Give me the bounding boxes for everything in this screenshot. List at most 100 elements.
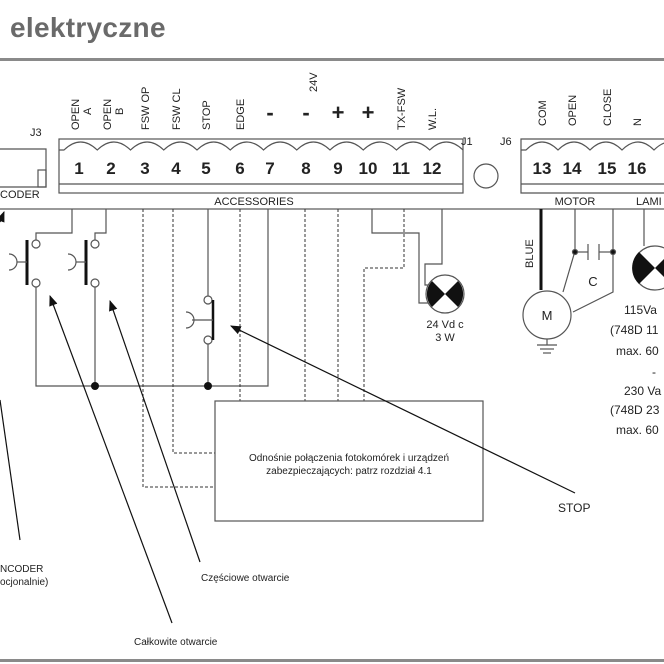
terminal-label-sub: B bbox=[114, 108, 126, 115]
terminal-11: 11 TX-FSW bbox=[392, 87, 410, 178]
terminal-5: 5 STOP bbox=[201, 100, 213, 178]
warning-lamp: 24 Vd c 3 W bbox=[371, 209, 465, 344]
terminal-label: OPEN bbox=[70, 99, 82, 130]
lamp-spec-line-2: (748D 11 bbox=[610, 323, 659, 337]
terminal-3: 3 FSW OP bbox=[140, 87, 152, 178]
lamp-spec-line-3: max. 60 bbox=[616, 344, 659, 358]
connector-j3: J3 CODER bbox=[0, 127, 47, 201]
terminal-number: 12 bbox=[423, 159, 442, 178]
j3-coder-label: CODER bbox=[0, 189, 40, 201]
motor-symbol-label: M bbox=[542, 308, 553, 323]
encoder-leader-line bbox=[0, 399, 21, 541]
terminal-9: 9+ bbox=[332, 100, 345, 178]
terminal-label: EDGE bbox=[235, 99, 247, 130]
terminal-number: 9 bbox=[333, 159, 342, 178]
j6-scallops bbox=[521, 141, 664, 151]
terminal-number: 11 bbox=[392, 159, 410, 178]
push-button-open-b bbox=[67, 209, 107, 386]
terminal-number: 7 bbox=[265, 159, 274, 178]
terminal-label: STOP bbox=[201, 100, 213, 130]
partial-open-leader-arrow bbox=[109, 299, 201, 563]
terminal-16: 16 N bbox=[628, 118, 647, 178]
full-open-leader-arrow bbox=[49, 294, 173, 624]
terminal-label: OPEN bbox=[567, 95, 579, 126]
j1-scallops bbox=[59, 141, 464, 151]
terminal-label: N bbox=[632, 118, 644, 126]
connector-j6: J6 13 COM 14 OPEN 15 CLOSE 16 N MOTOR LAMI bbox=[500, 89, 664, 208]
terminal-label: COM bbox=[537, 100, 549, 126]
note-line-2: zabezpieczających: patrz rozdział 4.1 bbox=[266, 466, 432, 477]
safety-device-dashed-wires bbox=[142, 209, 405, 488]
terminal-number: 10 bbox=[359, 159, 378, 178]
partial-open-callout-label: Częściowe otwarcie bbox=[201, 573, 290, 584]
terminal-7: 7- bbox=[265, 100, 274, 178]
note-box: Odnośnie połączenia fotokomórek i urządz… bbox=[214, 400, 484, 522]
blue-wire-label: BLUE bbox=[524, 239, 536, 268]
lamp-spec-line-4: 230 Va bbox=[624, 384, 661, 398]
terminal-label: CLOSE bbox=[602, 89, 614, 126]
terminal-4: 4 FSW CL bbox=[171, 88, 183, 178]
stop-button bbox=[185, 209, 215, 386]
lamp-spec: 115Va (748D 11 max. 60 - 230 Va (748D 23… bbox=[610, 303, 661, 437]
terminal-number: 2 bbox=[106, 159, 115, 178]
mounting-hole bbox=[473, 163, 499, 189]
warning-lamp-voltage: 24 Vd c bbox=[426, 319, 464, 331]
terminal-label: OPEN bbox=[102, 99, 114, 130]
terminal-10: 10 + bbox=[359, 100, 378, 178]
terminal-number: 3 bbox=[140, 159, 149, 178]
terminal-number: 8 bbox=[301, 159, 310, 178]
terminal-6: 6 EDGE bbox=[235, 99, 247, 178]
warning-lamp-power: 3 W bbox=[435, 332, 455, 344]
plus-sign: + bbox=[362, 100, 375, 125]
junction-dot bbox=[91, 382, 99, 390]
terminal-number: 6 bbox=[235, 159, 244, 178]
encoder-callout-line-2: ocjonalnie) bbox=[0, 577, 48, 588]
terminal-15: 15 CLOSE bbox=[598, 89, 617, 178]
capacitor-label: C bbox=[588, 274, 597, 289]
terminal-13: 13 COM bbox=[533, 100, 552, 178]
terminal-number: 14 bbox=[563, 159, 582, 178]
note-line-1: Odnośnie połączenia fotokomórek i urządz… bbox=[249, 453, 449, 464]
terminal-12: 12W.L. bbox=[423, 108, 442, 178]
terminal-14: 14 OPEN bbox=[563, 95, 582, 178]
terminal-label: FSW CL bbox=[171, 88, 183, 130]
terminal-label: TX-FSW bbox=[396, 87, 408, 130]
motor-circuit bbox=[522, 209, 617, 354]
encoder-callout-line-1: NCODER bbox=[0, 564, 43, 575]
bottom-divider bbox=[0, 659, 664, 662]
j1-label: J1 bbox=[461, 136, 473, 148]
stop-callout-label: STOP bbox=[558, 501, 590, 515]
terminal-number: 1 bbox=[74, 159, 83, 178]
j3-label: J3 bbox=[30, 127, 42, 139]
minus-sign: - bbox=[266, 100, 273, 125]
terminal-label-sub: A bbox=[82, 107, 94, 115]
full-open-callout-label: Całkowite otwarcie bbox=[134, 637, 218, 648]
flashing-lamp bbox=[632, 209, 664, 291]
plus-sign: + bbox=[332, 100, 345, 125]
motor-label: MOTOR bbox=[555, 196, 596, 208]
page-title: elektryczne bbox=[10, 12, 166, 43]
lamp-label: LAMI bbox=[636, 196, 662, 208]
terminal-number: 16 bbox=[628, 159, 647, 178]
push-button-open-a bbox=[8, 209, 269, 387]
supply-24v-label: 24V bbox=[308, 72, 320, 92]
terminal-number: 15 bbox=[598, 159, 617, 178]
encoder-leader-arrow bbox=[0, 210, 5, 223]
junction-dot bbox=[204, 382, 212, 390]
terminal-label: FSW OP bbox=[140, 87, 152, 130]
accessories-label: ACCESSORIES bbox=[214, 196, 293, 208]
lamp-spec-line-5: (748D 23 bbox=[610, 403, 660, 417]
top-divider bbox=[0, 58, 664, 61]
terminal-number: 13 bbox=[533, 159, 552, 178]
terminal-number: 4 bbox=[171, 159, 181, 178]
terminal-number: 5 bbox=[201, 159, 210, 178]
minus-sign: - bbox=[302, 100, 309, 125]
callout-leaders bbox=[0, 210, 576, 624]
lamp-spec-line-6: max. 60 bbox=[616, 423, 659, 437]
lamp-spec-line-1: 115Va bbox=[624, 303, 657, 317]
j6-label: J6 bbox=[500, 136, 512, 148]
